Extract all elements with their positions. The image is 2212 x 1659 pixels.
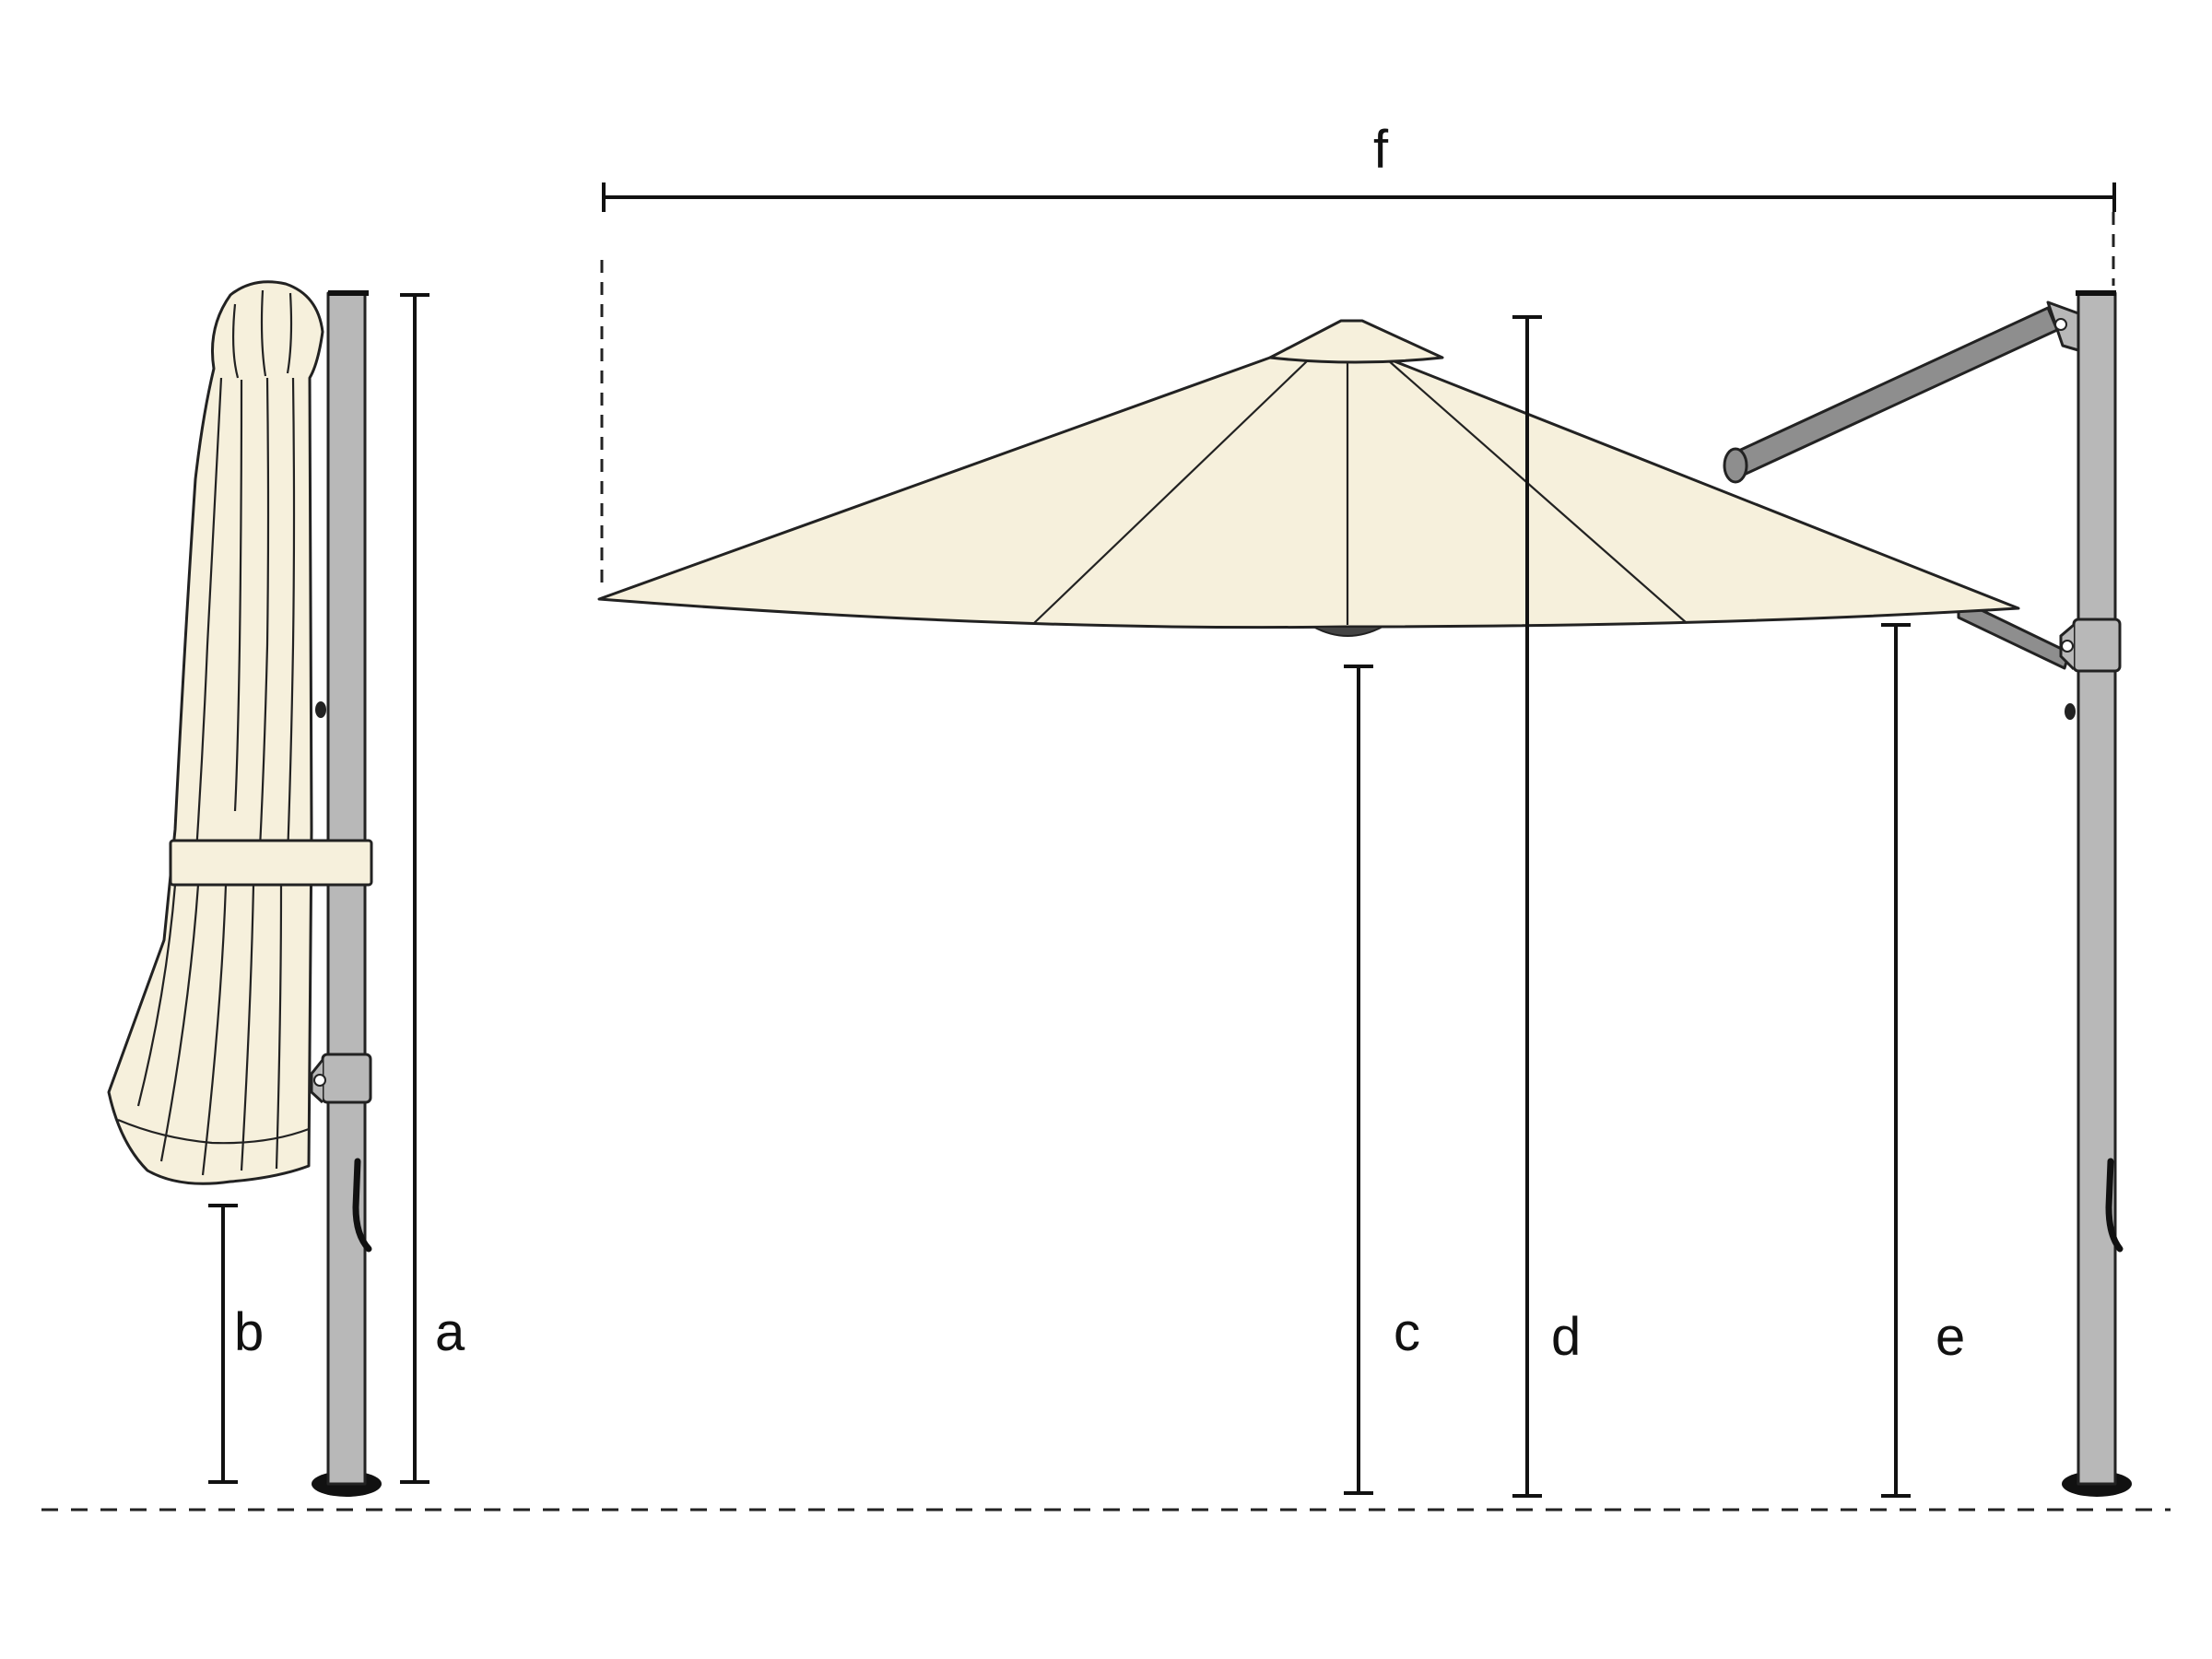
open-umbrella-clamp (2072, 618, 2122, 673)
dimension-label-a: a (435, 1302, 465, 1362)
dimension-f: f (602, 120, 2116, 212)
dimension-b: b (208, 1204, 264, 1484)
closed-umbrella-latch (352, 1158, 372, 1253)
closed-umbrella (107, 280, 382, 1497)
closed-umbrella-pole (326, 291, 367, 1486)
open-umbrella-pole (2077, 291, 2117, 1486)
open-umbrella-hub (1312, 626, 1383, 637)
open-umbrella (597, 290, 2132, 1497)
dimension-label-b: b (234, 1302, 264, 1362)
open-umbrella-upper-arm (1731, 306, 2059, 477)
dimension-c: c (1344, 665, 1420, 1495)
open-umbrella-canopy (597, 356, 2020, 629)
open-umbrella-cap (1268, 319, 1444, 364)
dimension-label-e: e (1936, 1307, 1965, 1367)
closed-umbrella-strap (169, 839, 373, 887)
dimension-label-f: f (1373, 120, 1389, 180)
dimension-label-d: d (1551, 1307, 1581, 1367)
dimension-d: d (1512, 315, 1581, 1498)
open-umbrella-latch (2105, 1158, 2124, 1253)
dimension-e: e (1881, 623, 1965, 1498)
dimension-a: a (400, 293, 465, 1484)
dimension-label-c: c (1394, 1302, 1420, 1362)
closed-umbrella-clamp (321, 1053, 372, 1104)
